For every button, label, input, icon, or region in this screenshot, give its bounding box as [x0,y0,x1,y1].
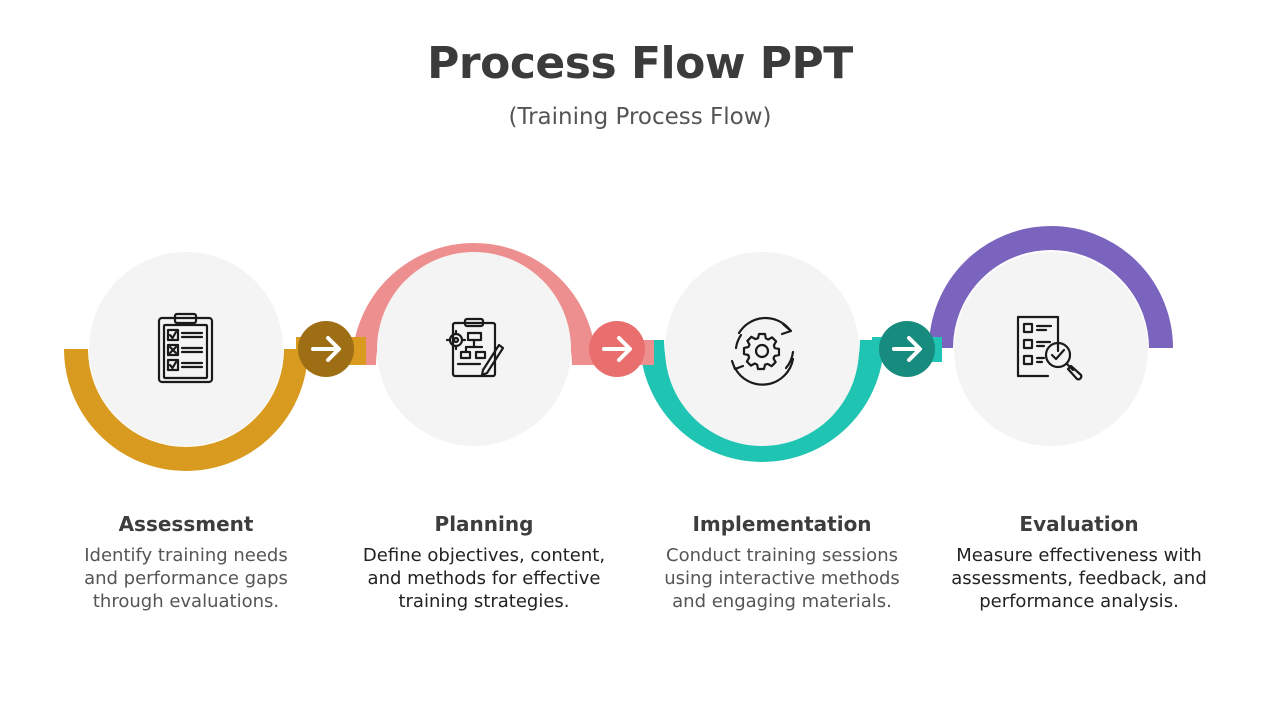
step-1-title: Assessment [118,512,254,536]
step-2-description: Define objectives, content, and methods … [362,545,606,612]
step-3-circle [665,252,859,446]
step-4-title: Evaluation [1019,512,1139,536]
step-3-text: Implementation Conduct training sessions… [642,512,922,613]
step-4-text: Evaluation Measure effectiveness with as… [939,512,1219,613]
step-2-title: Planning [434,512,534,536]
arrow-right-icon [602,336,632,362]
arrow-badge-2 [589,321,645,377]
step-3-description: Conduct training sessions using interact… [664,545,900,612]
page-title: Process Flow PPT [427,38,853,89]
step-2-circle [377,252,571,446]
page-subtitle: (Training Process Flow) [508,104,772,130]
step-4-circle [954,252,1148,446]
gear-cycle-icon [730,316,795,386]
checklist-magnifier-icon [1016,315,1083,381]
step-2-text: Planning Define objectives, content, and… [344,512,624,613]
arrow-badge-1 [298,321,354,377]
arrow-badge-3 [879,321,935,377]
arrow-right-icon [892,336,922,362]
step-1-arc [64,348,308,471]
arrow-right-icon [311,336,341,362]
step-3-arc [640,339,884,462]
planning-board-icon [445,317,505,378]
step-4-description: Measure effectiveness with assessments, … [951,545,1207,612]
clipboard-checklist-icon [157,312,214,384]
step-1-description: Identify training needs and performance … [84,545,288,612]
step-4-arc [929,226,1173,349]
step-3-title: Implementation [692,512,872,536]
step-1-text: Assessment Identify training needs and p… [46,512,326,613]
